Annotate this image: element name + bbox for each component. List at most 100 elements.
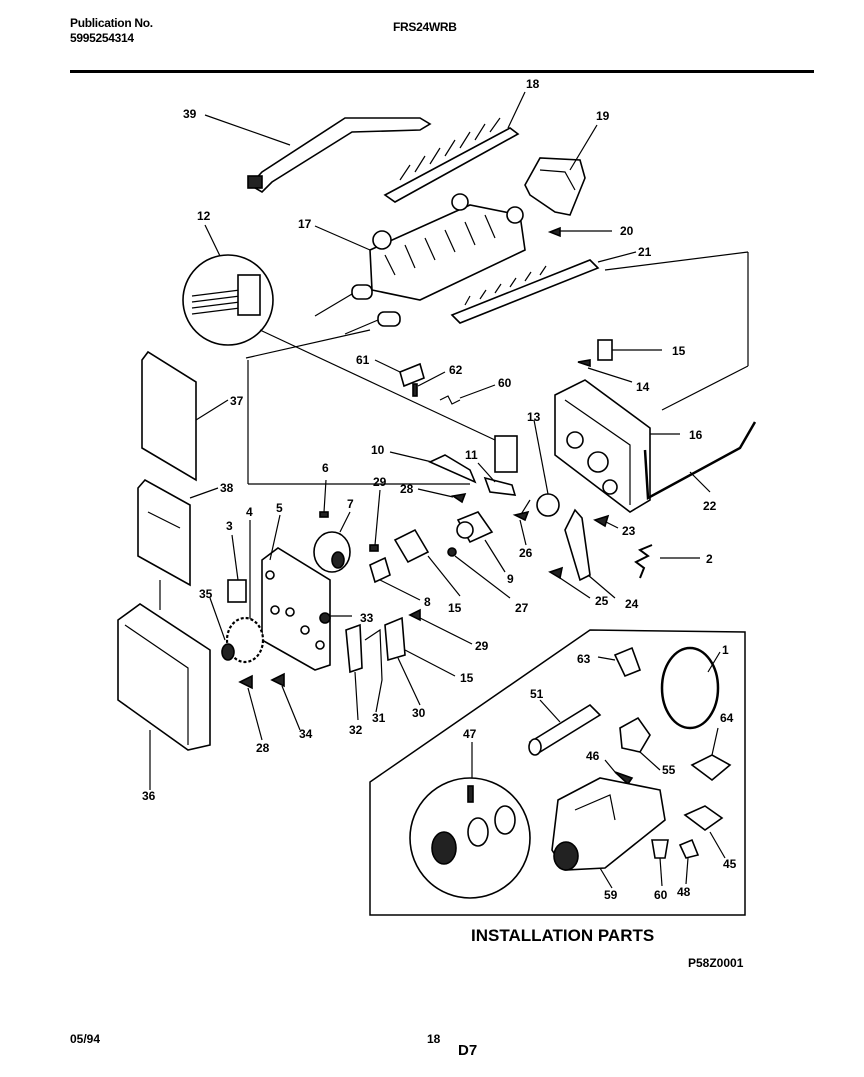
screw-28b-part: [238, 674, 253, 690]
callout-47: 47: [463, 727, 477, 741]
callout-59: 60: [654, 888, 668, 902]
mold-part: [314, 193, 526, 335]
cam-part: [483, 476, 517, 496]
callout-labels: 18 19 39 12 17 20 21 15 61 62 60 14 37 1…: [142, 77, 744, 970]
ice-bin-part: [117, 603, 211, 751]
model-number: FRS24WRB: [393, 20, 457, 34]
callout-61: 61: [356, 353, 370, 367]
clip-46-part: [678, 838, 700, 859]
spring-2-part: [634, 544, 653, 579]
valve-detail: [409, 777, 531, 899]
callout-28b: 28: [256, 741, 270, 755]
drive-part: [456, 511, 494, 544]
water-valve-part: [551, 777, 666, 871]
switch-part: [597, 339, 613, 361]
spring-60-part: [439, 395, 461, 405]
callout-46: 48: [677, 885, 691, 899]
lever-24-part: [564, 508, 591, 582]
publication-label: Publication No.: [70, 16, 153, 30]
screw-29-part: [369, 544, 379, 552]
manual-37-part: [141, 350, 197, 482]
wiring-harness-detail: [182, 254, 274, 346]
callout-2: 2: [706, 552, 713, 566]
drawing-code: P58Z0001: [688, 956, 744, 970]
screw-62-part: [412, 383, 418, 397]
shutoff-part: [450, 259, 600, 324]
callout-51: 51: [530, 687, 544, 701]
callout-29b: 29: [475, 639, 489, 653]
clip-63-part: [613, 646, 642, 678]
callout-34: 34: [299, 727, 313, 741]
footer-page: 18: [427, 1032, 441, 1046]
clamp-44-part: [683, 805, 724, 831]
callout-15b: 15: [448, 601, 462, 615]
callout-17: 17: [298, 217, 312, 231]
tube-51-part: [528, 703, 602, 756]
callout-48: 55: [662, 763, 676, 777]
callout-44: 45: [723, 857, 737, 871]
installation-parts-title: INSTALLATION PARTS: [471, 926, 654, 945]
bearing-part: [524, 157, 586, 216]
footer-section: D7: [458, 1042, 478, 1059]
callout-1: 1: [722, 643, 729, 657]
insulation-part: [227, 579, 247, 603]
callout-15c: 15: [460, 671, 474, 685]
callout-11: 11: [465, 448, 478, 462]
callout-31: 31: [372, 711, 386, 725]
screw-26-part: [512, 510, 530, 522]
screw-25-part: [548, 566, 564, 580]
callout-64a: 64: [720, 711, 734, 725]
callout-36: 36: [142, 789, 156, 803]
publication-number: 5995254314: [70, 31, 134, 45]
callout-13: 13: [527, 410, 541, 424]
switch-8-part: [369, 528, 430, 584]
clamp-64-part: [690, 754, 732, 782]
tubing-coil-part: [660, 646, 720, 730]
callout-3: 3: [226, 519, 233, 533]
callout-39: 39: [183, 107, 197, 121]
bracket-32-part: [345, 623, 363, 674]
nut-48-part: [619, 716, 651, 753]
connector-part: [494, 435, 518, 473]
footer-date: 05/94: [70, 1032, 101, 1046]
callout-6: 6: [322, 461, 329, 475]
callout-22: 22: [703, 499, 717, 513]
callout-30: 30: [412, 706, 426, 720]
callout-23: 23: [622, 524, 636, 538]
callout-8: 8: [424, 595, 431, 609]
screw-27-part: [447, 547, 457, 557]
housing-part: [554, 379, 651, 513]
screw-6-part: [319, 511, 329, 518]
screw-29b-part: [408, 608, 421, 622]
callout-4: 4: [246, 505, 253, 519]
callout-12: 12: [197, 209, 211, 223]
callout-32: 32: [349, 723, 363, 737]
switch-15-part: [384, 616, 406, 662]
header-rule: [70, 70, 814, 73]
grommet-59-part: [651, 839, 669, 859]
callout-9: 9: [507, 572, 514, 586]
callout-28a: 28: [400, 482, 414, 496]
callout-16: 16: [689, 428, 703, 442]
callout-15a: 15: [672, 344, 686, 358]
manual-38-part: [137, 478, 191, 587]
callout-14: 14: [636, 380, 650, 394]
screw-23-part: [593, 514, 610, 528]
callout-63: 63: [577, 652, 591, 666]
coupler-33-part: [319, 612, 331, 624]
screw-14-part: [577, 359, 591, 368]
spring-31-part: [364, 628, 383, 713]
lever-part: [428, 454, 477, 484]
screw-28-part: [450, 492, 467, 504]
callout-55: 59: [604, 888, 618, 902]
callout-38: 38: [220, 481, 234, 495]
callout-37: 37: [230, 394, 244, 408]
callout-5: 5: [276, 501, 283, 515]
gear-part: [221, 616, 265, 664]
callout-29a: 29: [373, 475, 387, 489]
screw-part: [547, 226, 561, 238]
callout-27: 27: [515, 601, 529, 615]
callout-45: 46: [586, 749, 600, 763]
screw-34-part: [270, 672, 285, 688]
